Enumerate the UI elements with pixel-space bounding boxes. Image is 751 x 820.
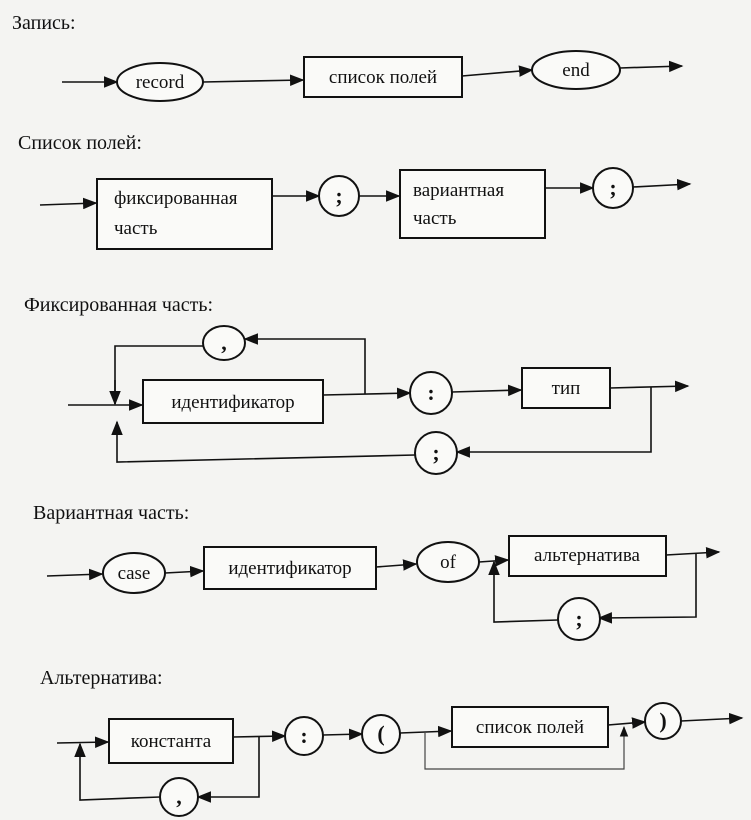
label-fixed-l1: фиксированная <box>114 188 238 209</box>
label-case: case <box>118 563 151 584</box>
label-semicolon-2: ; <box>609 175 616 200</box>
title-fixed-part: Фиксированная часть: <box>24 294 214 316</box>
label-semicolon: ; <box>432 440 439 465</box>
node-semicolon-3 <box>557 597 601 641</box>
label-fixed-l2: часть <box>114 218 158 239</box>
title-variant-part: Вариантная часть: <box>33 502 190 524</box>
node-end <box>531 50 621 90</box>
node-field-list <box>303 56 463 98</box>
node-identifier <box>142 379 324 424</box>
label-record: record <box>136 72 185 93</box>
node-fixed-part <box>96 178 273 250</box>
node-type <box>521 367 611 409</box>
label-semicolon-1: ; <box>335 183 342 208</box>
node-semicolon <box>414 431 458 475</box>
title-alternative: Альтернатива: <box>40 667 163 689</box>
node-lparen <box>361 714 401 754</box>
node-field-list-2 <box>451 706 609 748</box>
diagram-record: record список полей end <box>62 50 684 102</box>
node-colon <box>409 371 453 415</box>
label-colon-2: : <box>300 723 307 748</box>
node-colon-2 <box>284 716 324 756</box>
node-identifier-2 <box>203 546 377 590</box>
label-rparen: ) <box>659 708 666 733</box>
diagram-alternative: константа : ( список полей ) , <box>56 702 744 817</box>
label-semicolon-3: ; <box>575 606 582 631</box>
label-comma: , <box>221 330 227 355</box>
label-alternative: альтернатива <box>534 545 641 566</box>
label-lparen: ( <box>377 721 384 746</box>
label-colon: : <box>427 380 434 405</box>
label-field-list-2: список полей <box>476 717 584 738</box>
diagram-field-list: фиксированная часть ; вариантная часть ; <box>39 167 692 250</box>
label-type: тип <box>552 378 581 399</box>
node-constant <box>108 718 234 764</box>
label-of: of <box>440 552 457 573</box>
node-variant-part <box>399 169 546 239</box>
title-field-list: Список полей: <box>18 132 142 154</box>
label-variant-l2: часть <box>413 208 457 229</box>
label-comma-2: , <box>176 784 182 809</box>
diagram-variant-part: case идентификатор of альтернатива ; <box>46 535 721 641</box>
label-variant-l1: вариантная <box>413 180 504 201</box>
label-identifier-2: идентификатор <box>228 558 351 579</box>
diagram-fixed-part: , идентификатор : тип ; <box>68 325 690 475</box>
node-alternative <box>508 535 667 577</box>
node-comma <box>202 325 246 361</box>
label-constant: константа <box>131 731 212 752</box>
label-field-list: список полей <box>329 67 437 88</box>
node-semicolon-2 <box>592 167 634 209</box>
label-identifier: идентификатор <box>171 392 294 413</box>
label-end: end <box>562 60 590 81</box>
title-record: Запись: <box>12 12 76 34</box>
